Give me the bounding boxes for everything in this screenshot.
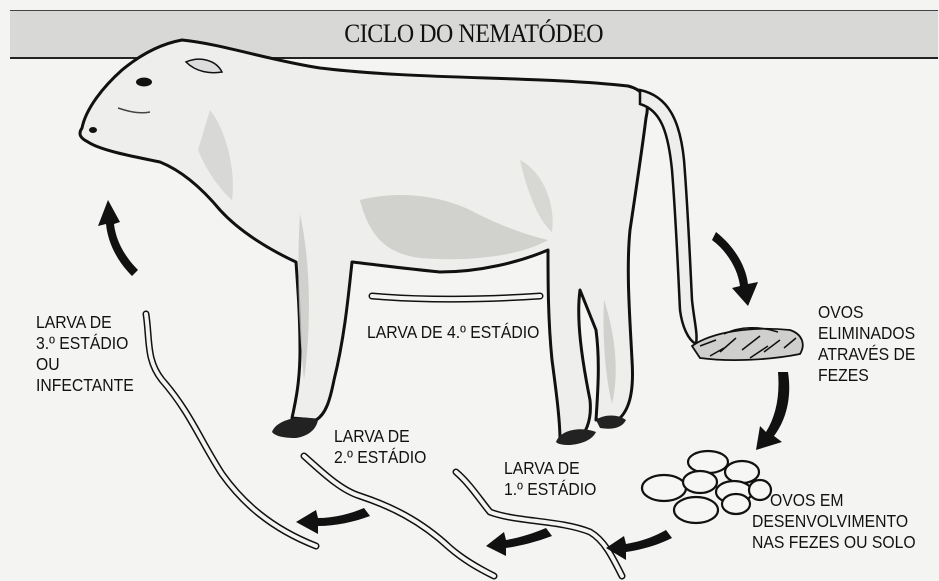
label-larva-1-line-1: LARVA DE	[504, 458, 580, 478]
larvae	[142, 292, 626, 580]
label-ovos-eliminados-line-4: FEZES	[818, 365, 869, 385]
arrow-to-calf	[98, 200, 138, 276]
label-ovos-desenvolvimento-line-2: DESENVOLVIMENTO	[752, 511, 909, 531]
label-larva-3: LARVA DE 3.º ESTÁDIO OU INFECTANTE	[36, 312, 134, 396]
calf-hoof-front	[272, 417, 318, 438]
calf-hoof-back	[556, 429, 596, 445]
calf-ear	[184, 58, 224, 74]
calf-illustration	[78, 38, 698, 445]
label-larva-2: LARVA DE 2.º ESTÁDIO	[334, 426, 426, 468]
arrow-to-larva-3	[296, 508, 370, 534]
diagram-title: CICLO DO NEMATÓDEO	[344, 19, 604, 48]
label-larva-3-line-2: 3.º ESTÁDIO	[36, 333, 129, 353]
label-ovos-eliminados: OVOS ELIMINADOS ATRAVÉS DE FEZES	[818, 302, 915, 386]
calf-eye	[136, 77, 152, 87]
arrow-to-larva-1	[606, 530, 672, 560]
calf-tail	[638, 88, 698, 346]
label-ovos-eliminados-line-2: ELIMINADOS	[818, 323, 916, 343]
egg-cluster	[640, 449, 773, 525]
feces-illustration	[690, 327, 804, 361]
calf-nostril	[89, 127, 97, 133]
label-ovos-desenvolvimento-line-3: NAS FEZES OU SOLO	[752, 532, 916, 552]
cycle-arrows	[98, 200, 790, 560]
arrow-to-feces	[712, 232, 758, 306]
label-ovos-desenvolvimento-line-1: OVOS EM	[770, 490, 844, 510]
arrow-to-eggs	[756, 372, 790, 450]
label-ovos-desenvolvimento: OVOS EM DESENVOLVIMENTO NAS FEZES OU SOL…	[752, 490, 916, 553]
label-larva-4: LARVA DE 4.º ESTÁDIO	[367, 322, 540, 342]
label-larva-3-line-4: INFECTANTE	[36, 375, 134, 395]
arrow-to-larva-2	[486, 528, 552, 556]
label-larva-1: LARVA DE 1.º ESTÁDIO	[504, 458, 596, 500]
label-larva-3-line-3: OU	[36, 354, 60, 374]
label-larva-2-line-2: 2.º ESTÁDIO	[334, 447, 427, 467]
label-ovos-eliminados-line-1: OVOS	[818, 302, 864, 322]
label-larva-1-line-2: 1.º ESTÁDIO	[504, 479, 597, 499]
label-larva-3-line-1: LARVA DE	[36, 312, 112, 332]
label-ovos-eliminados-line-3: ATRAVÉS DE	[818, 344, 916, 364]
label-larva-2-line-1: LARVA DE	[334, 426, 410, 446]
